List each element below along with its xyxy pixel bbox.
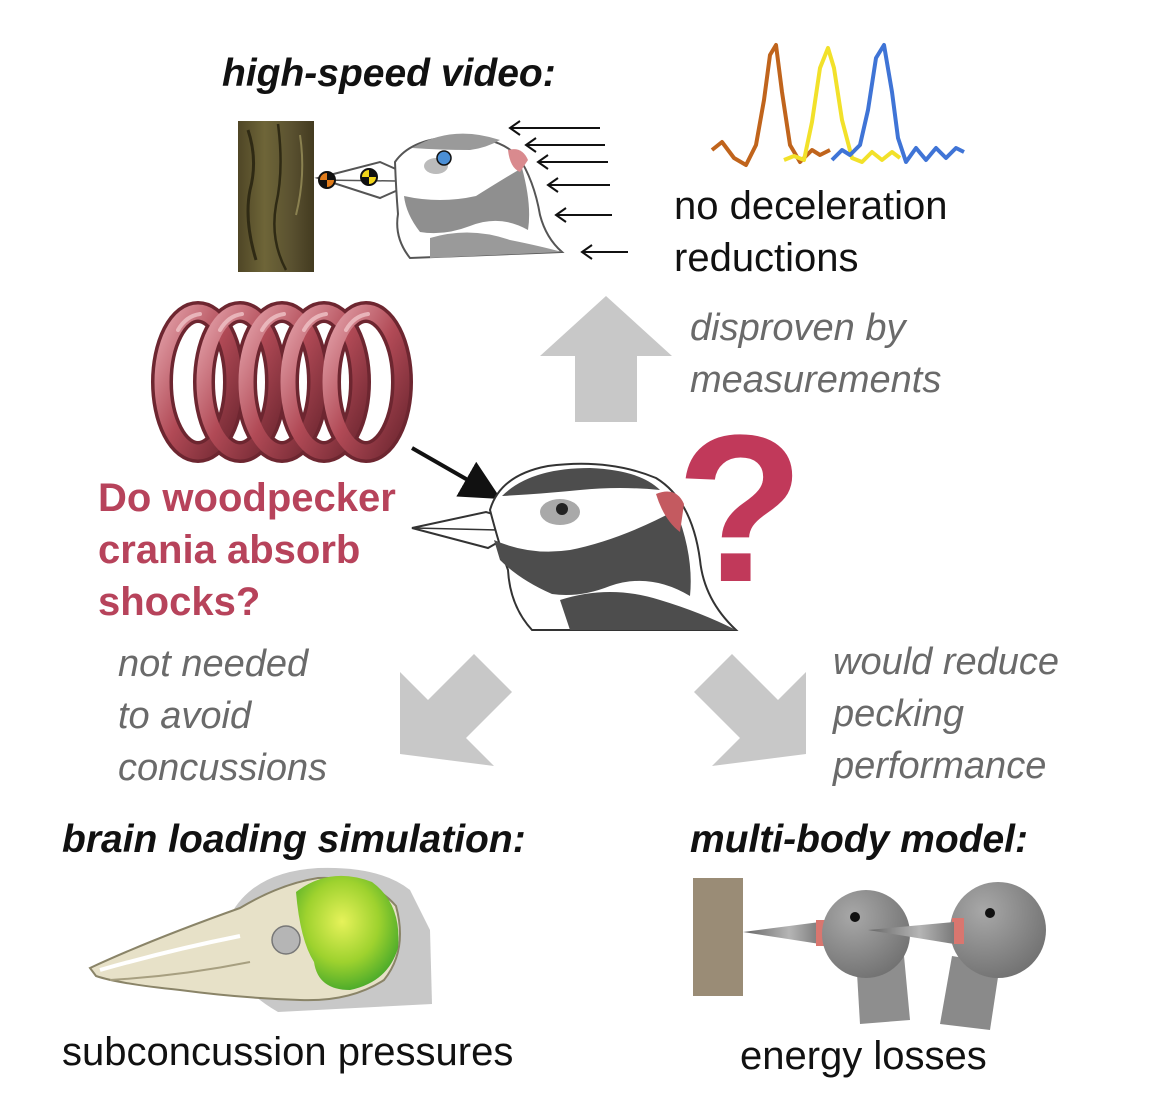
tree-bark-icon xyxy=(238,121,314,272)
pressures-result-label: subconcussion pressures xyxy=(62,1030,514,1074)
question-mark: ? xyxy=(676,391,805,626)
woodpecker-head-small-icon xyxy=(314,133,565,260)
arrow-down-right xyxy=(694,654,806,766)
arrow-up xyxy=(540,296,672,422)
reduce-performance-annotation: would reduce pecking performance xyxy=(833,641,1060,787)
multibody-model-icon xyxy=(693,878,1046,1030)
tracking-markers xyxy=(318,168,378,189)
multibody-model-title: multi-body model: xyxy=(690,818,1028,861)
pointer-arrow xyxy=(411,446,501,499)
acceleration-plot-icon xyxy=(710,43,965,167)
high-speed-video-title: high-speed video: xyxy=(222,52,556,95)
motion-arrows xyxy=(508,120,628,260)
arrow-down-left xyxy=(400,654,512,766)
woodpecker-head-icon xyxy=(411,462,739,631)
research-question: Do woodpecker crania absorb shocks? xyxy=(98,476,396,624)
skull-icon xyxy=(88,867,432,1012)
spring-icon xyxy=(151,301,413,463)
deceleration-result-label: no deceleration reductions xyxy=(674,184,948,280)
energy-result-label: energy losses xyxy=(740,1034,987,1078)
brain-simulation-title: brain loading simulation: xyxy=(62,818,526,861)
not-needed-annotation: not needed to avoid concussions xyxy=(118,643,328,789)
disproven-annotation: disproven by measurements xyxy=(690,307,942,401)
